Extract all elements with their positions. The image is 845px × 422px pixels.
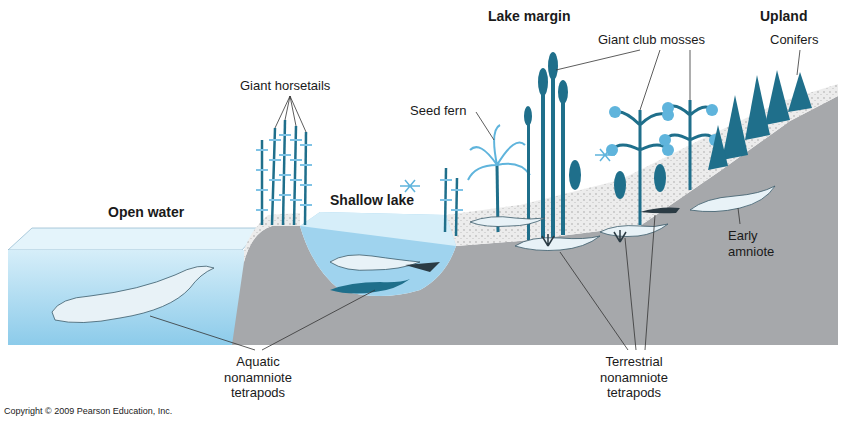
plant-label: Giant club mosses	[598, 32, 705, 48]
habitat-heading: Shallow lake	[330, 192, 414, 209]
animal-label: Aquatic nonamniote tetrapods	[212, 354, 304, 401]
habitat-heading: Open water	[108, 204, 184, 221]
plant-label: Seed fern	[410, 103, 466, 119]
animal-label: Terrestrial nonamniote tetrapods	[585, 354, 683, 401]
plant-label: Conifers	[770, 32, 818, 48]
plant-label: Giant horsetails	[240, 78, 330, 94]
animal-label: Early amniote	[728, 228, 790, 259]
region-heading: Lake margin	[488, 8, 570, 25]
region-heading: Upland	[760, 8, 807, 25]
copyright-note: Copyright © 2009 Pearson Education, Inc.	[4, 406, 172, 417]
